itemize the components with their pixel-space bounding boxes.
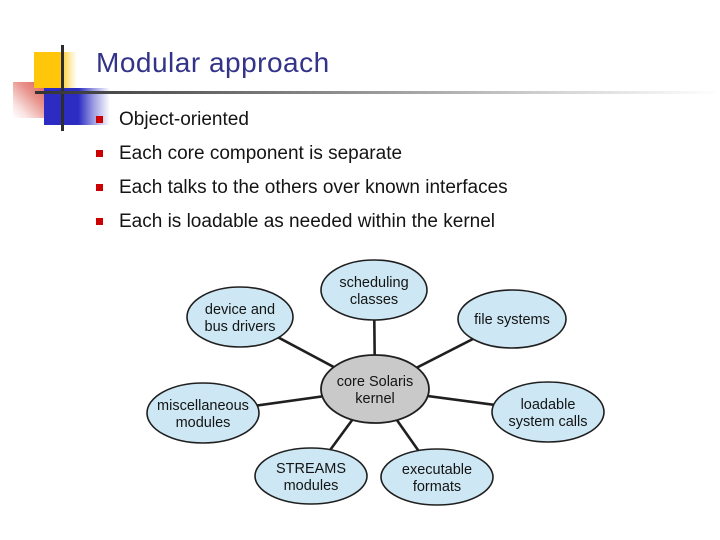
node-label: executable (402, 462, 472, 478)
decoration-vertical-line (61, 45, 64, 131)
node-label: kernel (355, 391, 395, 407)
bullet-item: Each is loadable as needed within the ke… (95, 211, 655, 232)
node-file-systems: file systems (457, 289, 567, 349)
bullet-text: Each talks to the others over known inte… (119, 177, 508, 198)
node-ellipse (320, 259, 428, 321)
node-label: modules (284, 478, 339, 494)
node-label: formats (413, 479, 461, 495)
node-ellipse (186, 286, 294, 348)
node-label: modules (176, 415, 231, 431)
node-label: loadable (521, 397, 576, 413)
node-label: scheduling (339, 275, 408, 291)
node-core-solaris-kernel: core Solaris kernel (320, 354, 430, 424)
node-label: core Solaris (337, 374, 414, 390)
node-label: file systems (474, 312, 550, 328)
title-underline-rule (35, 91, 720, 94)
node-ellipse (254, 447, 368, 505)
node-ellipse (320, 354, 430, 424)
slide-title: Modular approach (96, 47, 330, 78)
node-ellipse (457, 289, 567, 349)
node-ellipse (146, 382, 260, 444)
node-ellipse (380, 448, 494, 506)
bullet-list: Object-oriented Each core component is s… (95, 109, 655, 245)
node-ellipse (491, 381, 605, 443)
bullet-item: Object-oriented (95, 109, 655, 130)
node-loadable-system-calls: loadable system calls (491, 381, 605, 443)
bullet-square-icon (96, 150, 103, 157)
bullet-item: Each core component is separate (95, 143, 655, 164)
node-label: classes (350, 292, 398, 308)
node-device-and-bus-drivers: device and bus drivers (186, 286, 294, 348)
node-streams-modules: STREAMS modules (254, 447, 368, 505)
bullet-square-icon (96, 218, 103, 225)
bullet-item: Each talks to the others over known inte… (95, 177, 655, 198)
bullet-text: Each is loadable as needed within the ke… (119, 211, 496, 232)
bullet-text: Object-oriented (119, 109, 249, 130)
node-label: bus drivers (205, 319, 276, 335)
bullet-text: Each core component is separate (119, 143, 403, 164)
node-executable-formats: executable formats (380, 448, 494, 506)
decoration-yellow-square (34, 52, 77, 88)
node-scheduling-classes: scheduling classes (320, 259, 428, 321)
node-label: STREAMS (276, 461, 346, 477)
bullet-square-icon (96, 116, 103, 123)
node-label: miscellaneous (157, 398, 249, 414)
node-label: system calls (509, 414, 588, 430)
node-miscellaneous-modules: miscellaneous modules (146, 382, 260, 444)
node-label: device and (205, 302, 275, 318)
bullet-square-icon (96, 184, 103, 191)
